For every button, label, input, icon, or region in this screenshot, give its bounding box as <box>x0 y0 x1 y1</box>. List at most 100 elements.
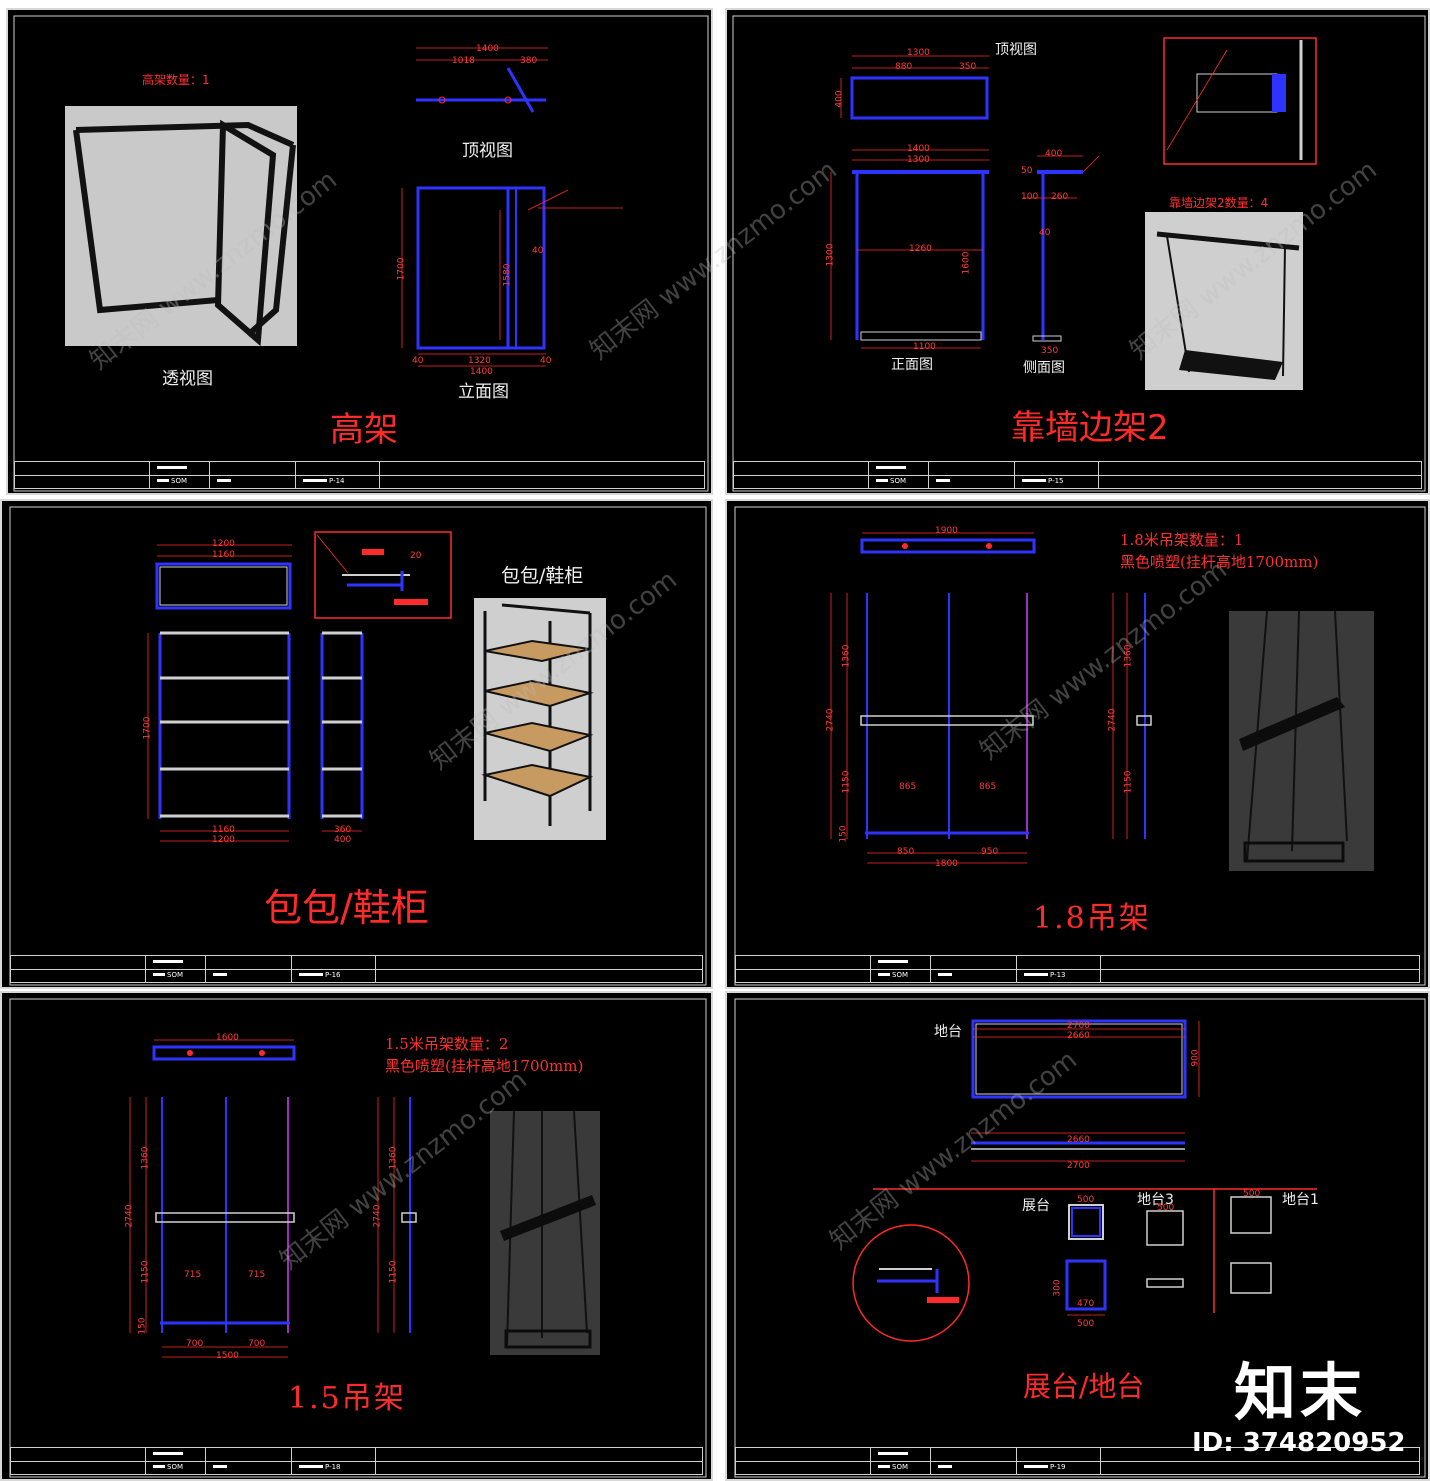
dim-label: 1260 <box>909 244 932 254</box>
dim-label: 1400 <box>476 44 499 54</box>
dim-label: 1360 <box>1123 644 1134 668</box>
drawing-sheet-display-platform: 地台 展台 地台3 地台1 2700 2660 900 2660 2700 50… <box>725 991 1430 1481</box>
dim-label: 2700 <box>1067 1161 1090 1171</box>
cabinet-render-label: 包包/鞋柜 <box>501 565 584 587</box>
dim-label: 1300 <box>825 243 836 267</box>
dim-label: 150 <box>838 825 849 843</box>
dim-label: 1400 <box>907 144 930 154</box>
dim-label: 2660 <box>1067 1031 1090 1041</box>
dim-label: 900 <box>1190 1049 1201 1067</box>
image-id-label: ID: 374820952 <box>1192 1428 1406 1458</box>
drawing-sheet-1-5m-hanging-rack: 1.5米吊架数量：2 黑色喷塑(挂杆高地1700mm) 1600 2740 13… <box>0 991 713 1481</box>
drawing-sheet-high-rack: 高架数量：1 透视图 顶视图 立面图 1400 1018 380 1700 15… <box>6 8 713 495</box>
platform-zhantai-label: 展台 <box>1022 1198 1050 1214</box>
title-block-field: SOM <box>890 477 906 485</box>
hanging-rack-15-linework <box>9 998 707 1478</box>
hanging-rack-18-linework <box>734 506 1426 986</box>
high-rack-perspective-label: 透视图 <box>162 369 213 389</box>
dim-label: 1150 <box>388 1260 399 1284</box>
cabinet-title: 包包/鞋柜 <box>264 886 429 930</box>
title-block-field: SOM <box>892 1463 908 1471</box>
platform-ditai-label: 地台 <box>934 1024 962 1040</box>
dim-label: 2740 <box>1107 708 1118 732</box>
dim-label: 40 <box>532 246 544 256</box>
dim-label: 500 <box>1243 1189 1261 1199</box>
dim-label: 1700 <box>142 716 153 740</box>
dim-label: 1600 <box>961 251 972 275</box>
title-block: SOM P-14 <box>14 461 705 489</box>
dim-label: 2740 <box>825 708 836 732</box>
dim-label: 1150 <box>841 770 852 794</box>
sheet-number: P-16 <box>325 971 341 979</box>
dim-label: 850 <box>897 847 915 857</box>
title-block: SOM P-19 <box>735 1447 1420 1475</box>
dim-label: 865 <box>979 782 997 792</box>
dim-label: 40 <box>412 356 424 366</box>
sheet-number: P-15 <box>1048 477 1064 485</box>
title-block-field: SOM <box>167 971 183 979</box>
high-rack-title: 高架 <box>330 410 398 450</box>
title-block: SOM P-13 <box>735 955 1420 983</box>
drawing-sheet-bag-shoe-cabinet: 包包/鞋柜 1200 1160 1700 1160 1200 360 400 2… <box>0 499 713 989</box>
title-block: SOM P-16 <box>10 955 703 983</box>
dim-label: 1300 <box>907 48 930 58</box>
brand-logo: 知末 <box>1234 1356 1367 1429</box>
dim-label: 700 <box>186 1339 204 1349</box>
dim-label: 380 <box>520 56 538 66</box>
dim-label: 715 <box>184 1270 202 1280</box>
dim-label: 1200 <box>212 835 235 845</box>
dim-label: 1580 <box>502 263 513 287</box>
high-rack-count-note: 高架数量：1 <box>142 73 210 87</box>
title-block: SOM P-15 <box>733 461 1422 489</box>
dim-label: 1900 <box>935 526 958 536</box>
dim-label: 1800 <box>935 859 958 869</box>
dim-label: 1360 <box>140 1146 151 1170</box>
dim-label: 950 <box>981 847 999 857</box>
dim-label: 1018 <box>452 56 475 66</box>
cabinet-linework <box>9 506 707 986</box>
dim-label: 350 <box>959 62 977 72</box>
dim-label: 1360 <box>388 1146 399 1170</box>
dim-label: 400 <box>834 90 845 108</box>
dim-label: 40 <box>540 356 552 366</box>
title-block-field: SOM <box>171 477 187 485</box>
dim-label: 865 <box>899 782 917 792</box>
dim-label: 715 <box>248 1270 266 1280</box>
platform-ditai1-label: 地台1 <box>1282 1192 1319 1208</box>
dim-label: 150 <box>137 1317 148 1335</box>
dim-label: 360 <box>334 825 352 835</box>
title-block: SOM P-18 <box>10 1447 703 1475</box>
rack-15-count-note: 1.5米吊架数量：2 <box>385 1035 509 1053</box>
high-rack-top-view-label: 顶视图 <box>462 141 513 161</box>
platform-linework <box>734 998 1426 1478</box>
rack-18-title: 1.8吊架 <box>1033 901 1151 936</box>
dim-label: 1700 <box>396 257 407 281</box>
dim-label: 1320 <box>468 356 491 366</box>
high-rack-front-view-label: 立面图 <box>458 382 509 402</box>
dim-label: 1160 <box>212 825 235 835</box>
dim-label: 50 <box>1021 166 1033 176</box>
dim-label: 300 <box>1052 1279 1063 1297</box>
sheet-number: P-19 <box>1050 1463 1066 1471</box>
dim-label: 260 <box>1051 192 1069 202</box>
dim-label: 700 <box>248 1339 266 1349</box>
sheet-number: P-14 <box>329 477 345 485</box>
title-block-field: SOM <box>167 1463 183 1471</box>
wall-rack-linework <box>732 15 1426 492</box>
dim-label: 400 <box>1045 149 1063 159</box>
dim-label: 1100 <box>913 342 936 352</box>
wall-rack-side-view-label: 侧面图 <box>1023 360 1065 376</box>
rack-18-finish-note: 黑色喷塑(挂杆高地1700mm) <box>1120 553 1319 571</box>
dim-label: 500 <box>1157 1203 1175 1213</box>
platform-ditai3-label: 地台3 <box>1137 1192 1174 1208</box>
dim-label: 500 <box>1077 1195 1095 1205</box>
dim-label: 40 <box>1039 228 1051 238</box>
drawing-sheet-1-8m-hanging-rack: 1.8米吊架数量：1 黑色喷塑(挂杆高地1700mm) 1900 2740 13… <box>725 499 1430 989</box>
sheet-number: P-18 <box>325 1463 341 1471</box>
dim-label: 20 <box>410 551 422 561</box>
dim-label: 2700 <box>1067 1021 1090 1031</box>
rack-15-title: 1.5吊架 <box>288 1381 406 1416</box>
wall-rack-count-note: 靠墙边架2数量：4 <box>1169 196 1269 210</box>
high-rack-linework <box>13 15 709 492</box>
dim-label: 1360 <box>841 644 852 668</box>
